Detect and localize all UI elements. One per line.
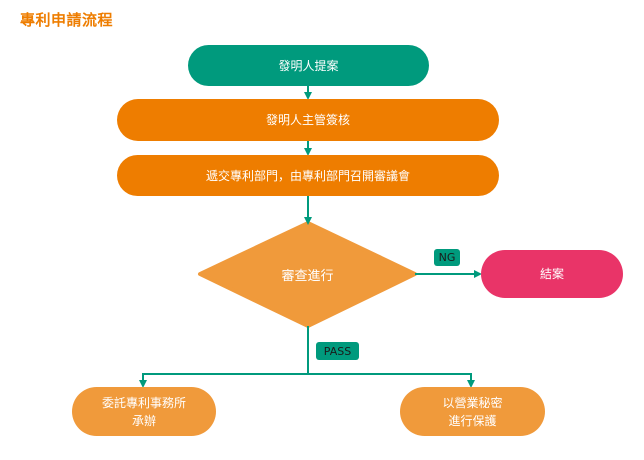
node-submit-patent-dept: 遞交專利部門，由專利部門召開審議會: [117, 155, 499, 196]
node-label: 審查進行: [281, 269, 334, 284]
node-decision: 審查進行: [200, 223, 415, 326]
node-label: 結案: [539, 267, 564, 281]
node-label: 遞交專利部門，由專利部門召開審議會: [205, 168, 410, 183]
node-label-line: 承辦: [131, 413, 156, 428]
node-label: 發明人提案: [278, 58, 339, 73]
node-close-case: 結案: [481, 250, 623, 298]
node-label-line: 進行保護: [448, 413, 497, 428]
page-title: 專利申請流程: [20, 11, 114, 29]
node-supervisor-review: 發明人主管簽核: [117, 99, 499, 141]
ng-badge: NG: [434, 249, 460, 266]
node-label: 發明人主管簽核: [265, 113, 350, 127]
node-patent-agency: 委託專利事務所 承辦: [72, 387, 216, 436]
node-trade-secret: 以營業秘密 進行保護: [400, 387, 545, 436]
node-label-line: 委託專利事務所: [101, 395, 186, 410]
node-inventor-proposal: 發明人提案: [188, 45, 429, 86]
node-label-line: 以營業秘密: [442, 395, 503, 410]
pass-badge: PASS: [316, 342, 359, 360]
